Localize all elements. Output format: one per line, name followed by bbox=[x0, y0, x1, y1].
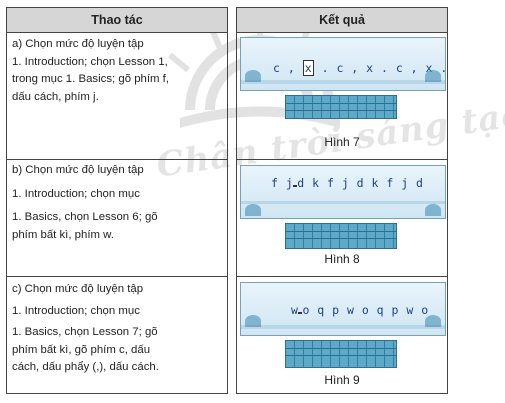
wave-icon bbox=[425, 204, 441, 216]
remaining-text: d k f j d k f j d bbox=[297, 176, 424, 190]
keyboard-image bbox=[285, 223, 397, 249]
wave-icon bbox=[245, 204, 261, 216]
wave-icon bbox=[245, 70, 261, 82]
typed-text: c , bbox=[273, 61, 296, 75]
figure-caption: Hình 7 bbox=[324, 135, 360, 149]
action-line: a) Chọn mức độ luyện tập bbox=[12, 38, 144, 50]
result-cell-b: f j d k f j d k f j d Hình 8 bbox=[236, 159, 448, 277]
typing-line: f j d k f j d k f j d bbox=[271, 176, 423, 190]
current-key-box: x bbox=[302, 60, 315, 76]
action-line: phím bất kì, phím w. bbox=[12, 228, 114, 241]
current-key-box bbox=[293, 185, 298, 187]
result-cell-a: c , x . c , x . c , x . Hình 7 bbox=[236, 33, 448, 160]
action-line: cách, dấu phẩy (,), dấu cách. bbox=[12, 361, 159, 373]
keyboard-image bbox=[285, 340, 397, 368]
typing-line: w o q p w o q p w o bbox=[291, 303, 429, 317]
action-line: 1. Introduction; chọn mục bbox=[12, 304, 140, 317]
status-bar bbox=[241, 80, 445, 84]
keyboard-image bbox=[285, 95, 397, 119]
wave-icon bbox=[425, 70, 441, 82]
wave-icon bbox=[245, 315, 261, 327]
action-line: dấu cách, phím j. bbox=[12, 90, 99, 103]
action-line: 1. Basics, chọn Lesson 7; gõ bbox=[12, 326, 158, 338]
wave-icon bbox=[425, 315, 441, 327]
action-line: b) Chọn mức độ luyện tập bbox=[12, 164, 144, 176]
action-line: c) Chọn mức độ luyện tập bbox=[12, 283, 144, 295]
action-line: 1. Basics, chọn Lesson 6; gõ bbox=[12, 211, 158, 223]
action-line: phím bất kì, gõ phím c, dấu bbox=[12, 343, 151, 356]
action-line: trong mục 1. Basics; gõ phím f, bbox=[12, 73, 170, 85]
figure-caption: Hình 8 bbox=[324, 252, 360, 266]
typing-line: c , x . c , x . c , x . bbox=[273, 60, 446, 76]
typed-text: w bbox=[291, 303, 299, 317]
result-cell-c: w o q p w o q p w o Hình 9 bbox=[236, 276, 448, 394]
action-cell-c: c) Chọn mức độ luyện tập 1. Introduction… bbox=[6, 276, 228, 394]
remaining-text: . c , x . c , x . bbox=[321, 61, 446, 75]
status-bar bbox=[241, 325, 445, 329]
typing-screen-7: c , x . c , x . c , x . bbox=[240, 37, 446, 91]
actions-column: Thao tác a) Chọn mức độ luyện tập 1. Int… bbox=[6, 7, 228, 394]
actions-header: Thao tác bbox=[6, 7, 228, 33]
action-cell-b: b) Chọn mức độ luyện tập 1. Introduction… bbox=[6, 159, 228, 277]
action-cell-a: a) Chọn mức độ luyện tập 1. Introduction… bbox=[6, 33, 228, 160]
action-line: 1. Introduction; chọn mục bbox=[12, 187, 140, 200]
remaining-text: o q p w o q p w o bbox=[302, 303, 429, 317]
results-header: Kết quả bbox=[236, 7, 448, 33]
typing-screen-9: w o q p w o q p w o bbox=[240, 282, 446, 336]
typed-text: f j bbox=[271, 176, 294, 190]
figure-caption: Hình 9 bbox=[324, 373, 360, 387]
current-key-box bbox=[298, 312, 303, 314]
results-column: Kết quả c , x . c , x . c , x . Hình 7 f… bbox=[236, 7, 448, 394]
typing-screen-8: f j d k f j d k f j d bbox=[240, 165, 446, 219]
action-line: 1. Introduction; chọn Lesson 1, bbox=[12, 55, 168, 68]
status-bar bbox=[241, 201, 445, 204]
